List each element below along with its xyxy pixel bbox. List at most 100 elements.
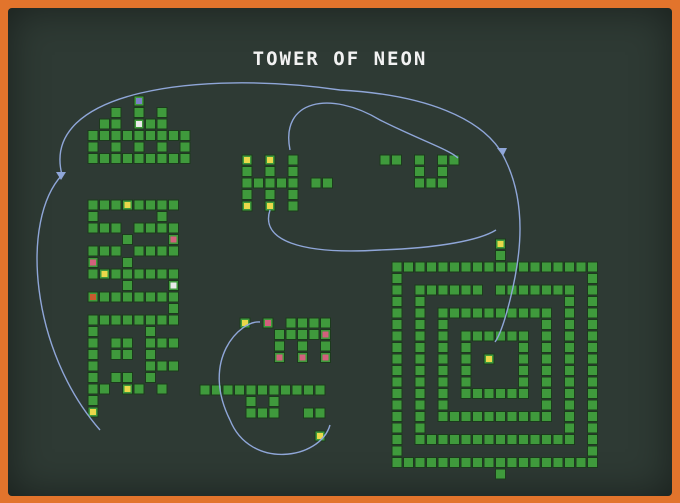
room-tile [146,350,156,360]
tile-marker [171,237,177,243]
room-tile [269,408,279,418]
room-tile [123,258,133,268]
room-tile [258,408,268,418]
tile-marker [277,355,283,361]
room-tile [157,223,167,233]
room-tile [461,412,471,422]
room-tile [146,327,156,337]
tile-marker [125,202,131,208]
room-tile [438,377,448,387]
room-tile [242,167,252,177]
room-tile [169,200,179,210]
room-tile [519,389,529,399]
room-tile [100,292,110,302]
room-tile [588,320,598,330]
room-tile [157,292,167,302]
room-tile [496,458,506,468]
room-tile [88,131,98,141]
room-tile [519,377,529,387]
room-tile [461,377,471,387]
room-tile [146,361,156,371]
room-tile [157,361,167,371]
room-tile [392,412,402,422]
room-tile [258,385,268,395]
room-tile [157,131,167,141]
room-tile [519,308,529,318]
room-tile [146,315,156,325]
room-tile [461,366,471,376]
room-tile [415,366,425,376]
room-tile [111,338,121,348]
room-tile [88,212,98,222]
room-tile [542,458,552,468]
room-tile [157,315,167,325]
room-tile [157,108,167,118]
room-tile [438,366,448,376]
room-tile [438,320,448,330]
room-tile [304,408,314,418]
room-tile [157,142,167,152]
room-tile [588,354,598,364]
room-tile [519,366,529,376]
room-tile [88,327,98,337]
room-tile [461,354,471,364]
room-tile [146,154,156,164]
room-tile [438,262,448,272]
tile-marker [498,241,504,247]
room-tile [134,246,144,256]
room-tile [496,251,506,261]
room-tile [292,385,302,395]
room-tile [265,190,275,200]
room-tile [588,435,598,445]
room-tile [288,178,298,188]
room-tile [134,292,144,302]
room-tile [415,343,425,353]
room-tile [449,155,459,165]
room-tile [235,385,245,395]
tile-marker [323,332,329,338]
room-tile [461,308,471,318]
room-tile [496,308,506,318]
room-tile [157,384,167,394]
room-tile [134,108,144,118]
room-tile [438,412,448,422]
room-tile [450,308,460,318]
room-tile [450,458,460,468]
room-tile [473,412,483,422]
room-tile [496,469,506,479]
room-tile [123,350,133,360]
room-tile [146,223,156,233]
room-tile [484,435,494,445]
room-tile [450,285,460,295]
room-tile [169,131,179,141]
room-tile [134,269,144,279]
room-tile [100,131,110,141]
room-tile [169,269,179,279]
room-tile [415,423,425,433]
room-tile [392,274,402,284]
room-tile [169,292,179,302]
room-tile [507,308,517,318]
room-tile [530,285,540,295]
room-tile [111,131,121,141]
room-tile [288,155,298,165]
room-tile [123,154,133,164]
room-tile [461,285,471,295]
room-tile [88,154,98,164]
room-tile [111,315,121,325]
room-tile [392,308,402,318]
room-tile [88,223,98,233]
room-tile [473,308,483,318]
room-tile [315,408,325,418]
room-tile [392,435,402,445]
room-tile [180,154,190,164]
room-tile [169,361,179,371]
room-tile [265,167,275,177]
room-tile [565,366,575,376]
room-tile [415,354,425,364]
room-tile [473,331,483,341]
room-tile [392,354,402,364]
room-tile [111,292,121,302]
room-tile [438,400,448,410]
room-tile [519,343,529,353]
